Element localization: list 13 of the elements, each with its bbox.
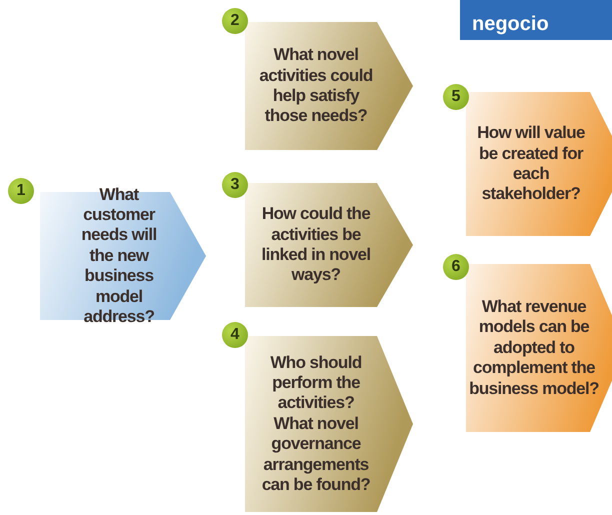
heading-banner: negocio	[460, 0, 612, 40]
question-text: What revenue models can be adopted to complement the business model?	[468, 297, 600, 399]
question-text: What novel activities could help satisfy those needs?	[258, 45, 374, 127]
step-number-badge: 6	[443, 254, 469, 280]
step-number-badge: 4	[222, 322, 248, 348]
question-text: What customer needs will the new business model address?	[80, 184, 158, 328]
question-text: How will value be created for each stakeholder?	[476, 123, 586, 205]
question-text: Who should perform the activities? What novel governance arrangements can be found?	[260, 352, 372, 496]
step-number-badge: 2	[222, 8, 248, 34]
step-number-badge: 3	[222, 172, 248, 198]
step-number-badge: 5	[443, 84, 469, 110]
question-text: How could the activities be linked in novel ways?	[260, 204, 372, 286]
step-number-badge: 1	[8, 178, 34, 204]
